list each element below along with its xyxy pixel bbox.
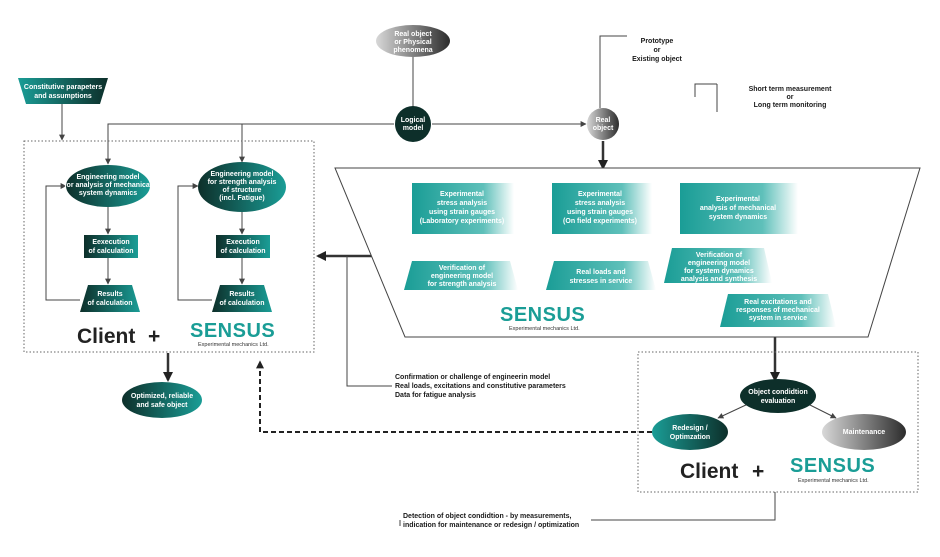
- connectors: [45, 35, 837, 526]
- svg-text:SENSUS: SENSUS: [790, 455, 875, 477]
- note-confirmation: Confirmation or challenge of engineerin …: [395, 374, 566, 399]
- svg-text:SENSUS: SENSUS: [500, 304, 585, 326]
- client-sensus-right: Client + SENSUS Experimental mechanics L…: [680, 455, 875, 484]
- client-box-right: [637, 351, 919, 493]
- client-sensus-left: Client + SENSUS Experimental mechanics L…: [77, 320, 275, 348]
- svg-text:+: +: [752, 460, 764, 483]
- client-box-left: [23, 140, 315, 353]
- sensus-logo-center: SENSUS Experimental mechanics Ltd.: [500, 304, 585, 332]
- svg-text:Maintenance: Maintenance: [843, 429, 886, 436]
- svg-text:Experimental mechanics Ltd.: Experimental mechanics Ltd.: [509, 326, 580, 332]
- svg-text:Redesign /Optimzation: Redesign /Optimzation: [670, 425, 710, 441]
- svg-text:SENSUS: SENSUS: [190, 320, 275, 342]
- svg-text:+: +: [148, 325, 160, 348]
- node-maintenance: Maintenance: [822, 414, 906, 450]
- note-detection: Detection of object condidtion - by meas…: [403, 513, 579, 529]
- svg-text:Client: Client: [680, 460, 738, 483]
- svg-text:Experimental mechanics Ltd.: Experimental mechanics Ltd.: [198, 342, 269, 348]
- svg-text:Detection of object condidtion: Detection of object condidtion - by meas…: [403, 513, 579, 529]
- node-redesign: Redesign /Optimzation: [652, 414, 728, 450]
- svg-text:Confirmation or challenge of e: Confirmation or challenge of engineerin …: [395, 374, 566, 399]
- svg-text:Client: Client: [77, 325, 135, 348]
- svg-text:Experimental mechanics Ltd.: Experimental mechanics Ltd.: [798, 478, 869, 484]
